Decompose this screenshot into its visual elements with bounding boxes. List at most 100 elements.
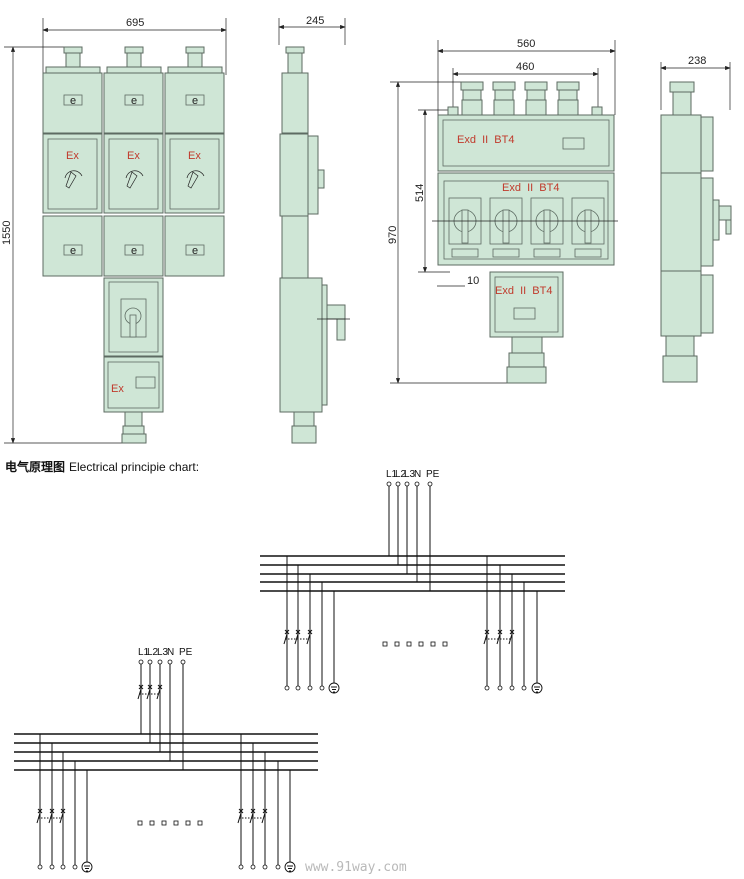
watermark: www.91way.com: [305, 860, 407, 875]
breaker-contact-icon: [294, 629, 301, 648]
nameplate: [513, 307, 536, 320]
body-height-dimension: 514: [414, 184, 426, 202]
e-marking: e: [131, 245, 137, 257]
output-terminal-icon: [60, 864, 66, 870]
cable-gland-cap: [524, 81, 548, 91]
inner-width-dimension: 460: [516, 61, 534, 73]
cable-gland-body: [525, 99, 547, 116]
output-terminal-icon: [49, 864, 55, 870]
terminal-icon: [395, 481, 401, 487]
cable-gland-cap: [185, 46, 205, 54]
side-lower-body: [279, 277, 323, 413]
phase-label-l2: L2: [395, 469, 407, 480]
cable-gland-top: [65, 52, 81, 68]
gland-flange: [106, 66, 162, 74]
side-switch-handle: [326, 304, 346, 320]
ground-icon: [284, 861, 296, 873]
phase-label-l1: L1: [386, 469, 398, 480]
phase-label-pe: PE: [426, 469, 440, 480]
label-plate: [574, 248, 602, 258]
continuation-dot: [442, 641, 448, 647]
ground-icon: [81, 861, 93, 873]
output-terminal-icon: [284, 685, 290, 691]
e-marking: e: [192, 245, 198, 257]
cable-gland-cap: [556, 81, 580, 91]
switch-handle-icon: [125, 170, 144, 179]
continuation-dot: [418, 641, 424, 647]
nameplate: [135, 376, 156, 389]
rect: [47, 138, 98, 210]
e-nameplate: [124, 244, 144, 256]
phase-label-n: N: [414, 469, 421, 480]
cable-gland-bottom: [511, 336, 543, 354]
label-plate: [492, 248, 520, 258]
breaker-contact-icon: [137, 684, 144, 703]
breaker-contact-icon: [306, 629, 313, 648]
phase-label-l1: L1: [138, 647, 150, 658]
height-dimension: 970: [387, 226, 399, 244]
breaker-contact-icon: [59, 808, 66, 827]
offset-dimension: 10: [467, 275, 479, 287]
phase-label-l2: L2: [147, 647, 159, 658]
ground-icon: [328, 682, 340, 694]
continuation-dot: [394, 641, 400, 647]
output-terminal-icon: [509, 685, 515, 691]
output-terminal-icon: [497, 685, 503, 691]
e-marking: e: [70, 95, 76, 107]
terminal-icon: [427, 481, 433, 487]
continuation-dot: [185, 820, 191, 826]
switch-handle-icon: [186, 170, 205, 179]
terminal-icon: [157, 659, 163, 665]
side-view-1: 245: [278, 15, 350, 444]
switch-lever: [65, 171, 77, 189]
terminal-icon: [138, 659, 144, 665]
breaker-contact-icon: [508, 629, 515, 648]
switch-lever: [126, 171, 138, 189]
side-switch-handle: [718, 205, 732, 221]
ground-icon: [531, 682, 543, 694]
continuation-dot: [430, 641, 436, 647]
panel-view: 560 460 970 514 10 Exd II BT4 Exd II BT4…: [387, 38, 618, 384]
cable-gland-cap: [124, 46, 144, 54]
e-nameplate: [63, 94, 83, 106]
side-handle: [317, 169, 325, 189]
breaker-contact-icon: [249, 808, 256, 827]
output-terminal-icon: [238, 864, 244, 870]
breaker-contact-icon: [237, 808, 244, 827]
breaker-contact-icon: [156, 684, 163, 703]
continuation-dot: [173, 820, 179, 826]
terminal-icon: [167, 659, 173, 665]
continuation-dot: [197, 820, 203, 826]
width-dimension: 560: [517, 38, 535, 50]
junction-box-top: [42, 72, 103, 134]
breaker-contact-icon: [496, 629, 503, 648]
depth-dimension: 238: [688, 55, 706, 67]
e-marking: e: [192, 95, 198, 107]
terminal-icon: [414, 481, 420, 487]
terminal-icon: [386, 481, 392, 487]
breaker-contact-icon: [483, 629, 490, 648]
cable-gland: [494, 89, 514, 101]
cable-gland-cap: [460, 81, 484, 91]
depth-dimension: 245: [306, 15, 324, 27]
rotary-switch-lever: [461, 209, 469, 244]
e-nameplate: [124, 94, 144, 106]
cable-gland-top: [187, 52, 203, 68]
cable-gland-body: [493, 99, 515, 116]
e-nameplate: [185, 94, 205, 106]
side-upper-body: [281, 72, 309, 134]
continuation-dot: [406, 641, 412, 647]
rect: [108, 138, 159, 210]
rotary-switch-lever: [584, 209, 592, 244]
output-terminal-icon: [262, 864, 268, 870]
ex-marking-lower: Exd II BT4: [495, 285, 552, 297]
bolt: [591, 106, 603, 116]
cable-gland-top: [126, 52, 142, 68]
ground-symbol-lines: [331, 686, 337, 693]
breaker-contact-icon: [261, 808, 268, 827]
continuation-dot: [382, 641, 388, 647]
ex-marking: Ex: [127, 150, 140, 162]
output-terminal-icon: [484, 685, 490, 691]
